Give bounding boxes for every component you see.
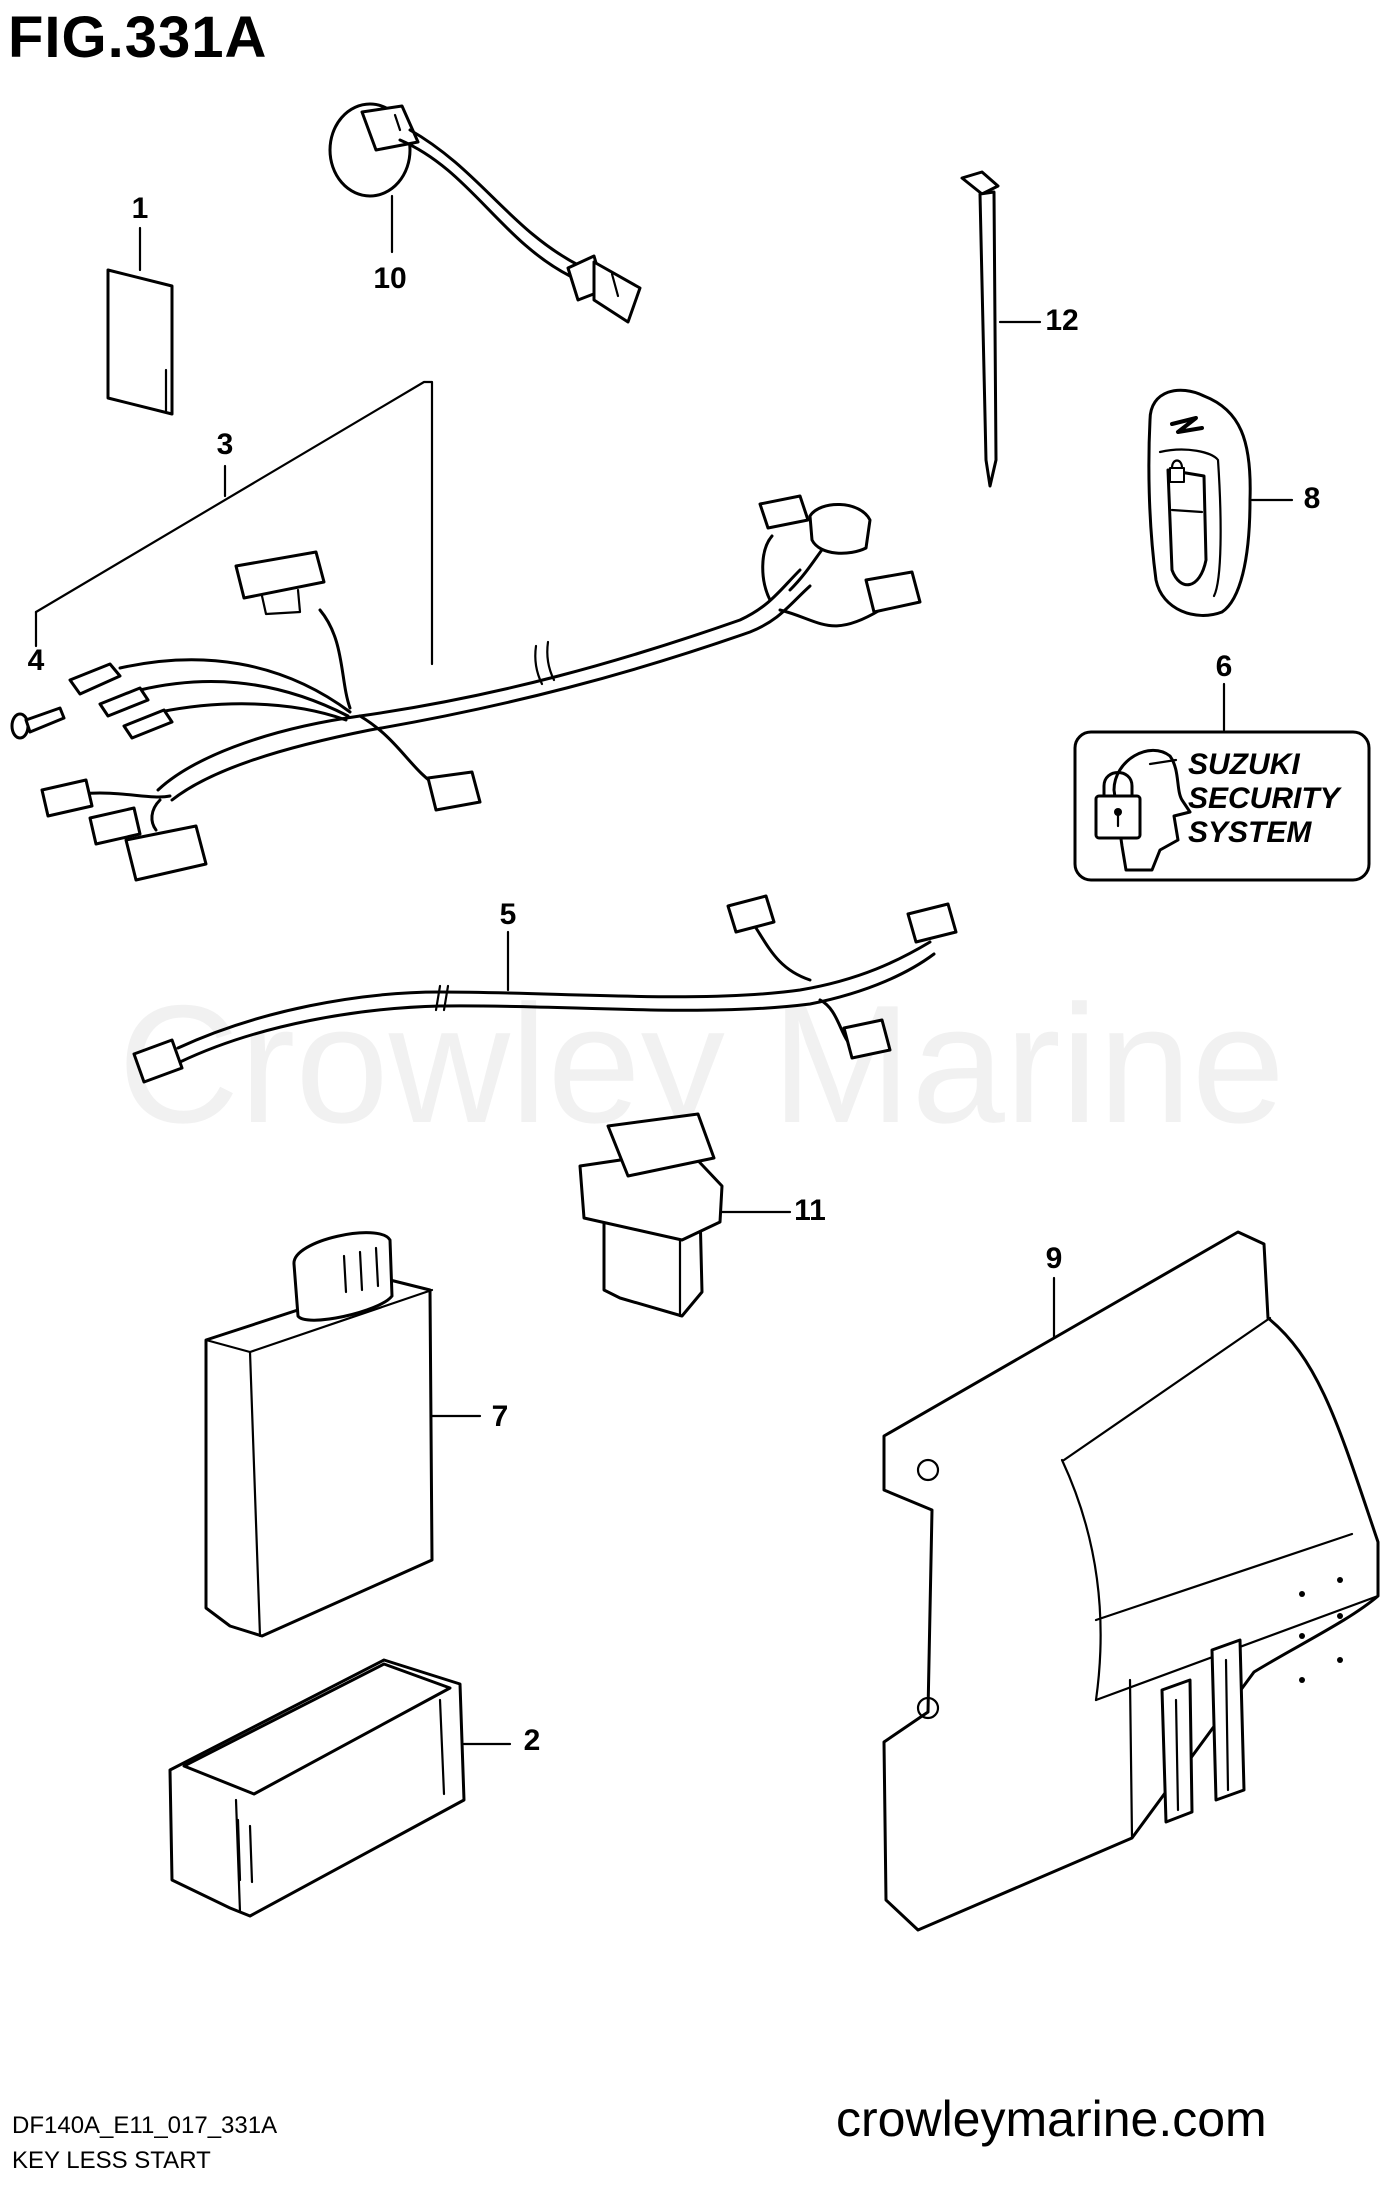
decal-line-1: SUZUKI bbox=[1188, 748, 1300, 781]
part-6-decal bbox=[1073, 682, 1371, 882]
website-url: crowleymarine.com bbox=[836, 2091, 1267, 2147]
callout-5: 5 bbox=[499, 898, 517, 931]
part-2-cover-case bbox=[168, 1658, 512, 1918]
part-1-card bbox=[106, 226, 174, 416]
callout-9: 9 bbox=[1045, 1242, 1063, 1275]
callout-12: 12 bbox=[1045, 304, 1079, 337]
figure-title: FIG.331A bbox=[8, 5, 268, 70]
callout-10: 10 bbox=[373, 262, 407, 295]
callout-1: 1 bbox=[131, 192, 149, 225]
decal-line-3: SYSTEM bbox=[1188, 816, 1312, 849]
fob-lock-icon bbox=[1169, 459, 1185, 483]
figure-caption: KEY LESS START bbox=[12, 2147, 211, 2174]
decal-line-2: SECURITY bbox=[1188, 782, 1340, 815]
part-8-key-fob bbox=[1147, 388, 1294, 617]
part-9-bracket bbox=[882, 1230, 1380, 1932]
suzuki-s-logo-icon bbox=[1170, 416, 1204, 434]
part-4-pin bbox=[10, 610, 66, 740]
callout-3: 3 bbox=[216, 428, 234, 461]
part-12-cable-tie bbox=[960, 170, 1042, 488]
figure-code: DF140A_E11_017_331A bbox=[12, 2112, 278, 2139]
part-11-relay bbox=[578, 1112, 792, 1318]
security-decal-text: SUZUKI SECURITY SYSTEM bbox=[1188, 748, 1368, 850]
callout-7: 7 bbox=[491, 1400, 509, 1433]
callout-8: 8 bbox=[1303, 482, 1321, 515]
callout-2: 2 bbox=[523, 1724, 541, 1757]
callout-6: 6 bbox=[1215, 650, 1233, 683]
padlock-icon bbox=[1094, 771, 1142, 840]
callout-11: 11 bbox=[794, 1194, 826, 1227]
part-7-control-module bbox=[204, 1231, 482, 1638]
part-3-main-harness bbox=[34, 380, 922, 882]
callout-4: 4 bbox=[27, 644, 45, 677]
part-10-harness bbox=[328, 102, 642, 324]
part-5-sub-harness bbox=[132, 894, 958, 1084]
